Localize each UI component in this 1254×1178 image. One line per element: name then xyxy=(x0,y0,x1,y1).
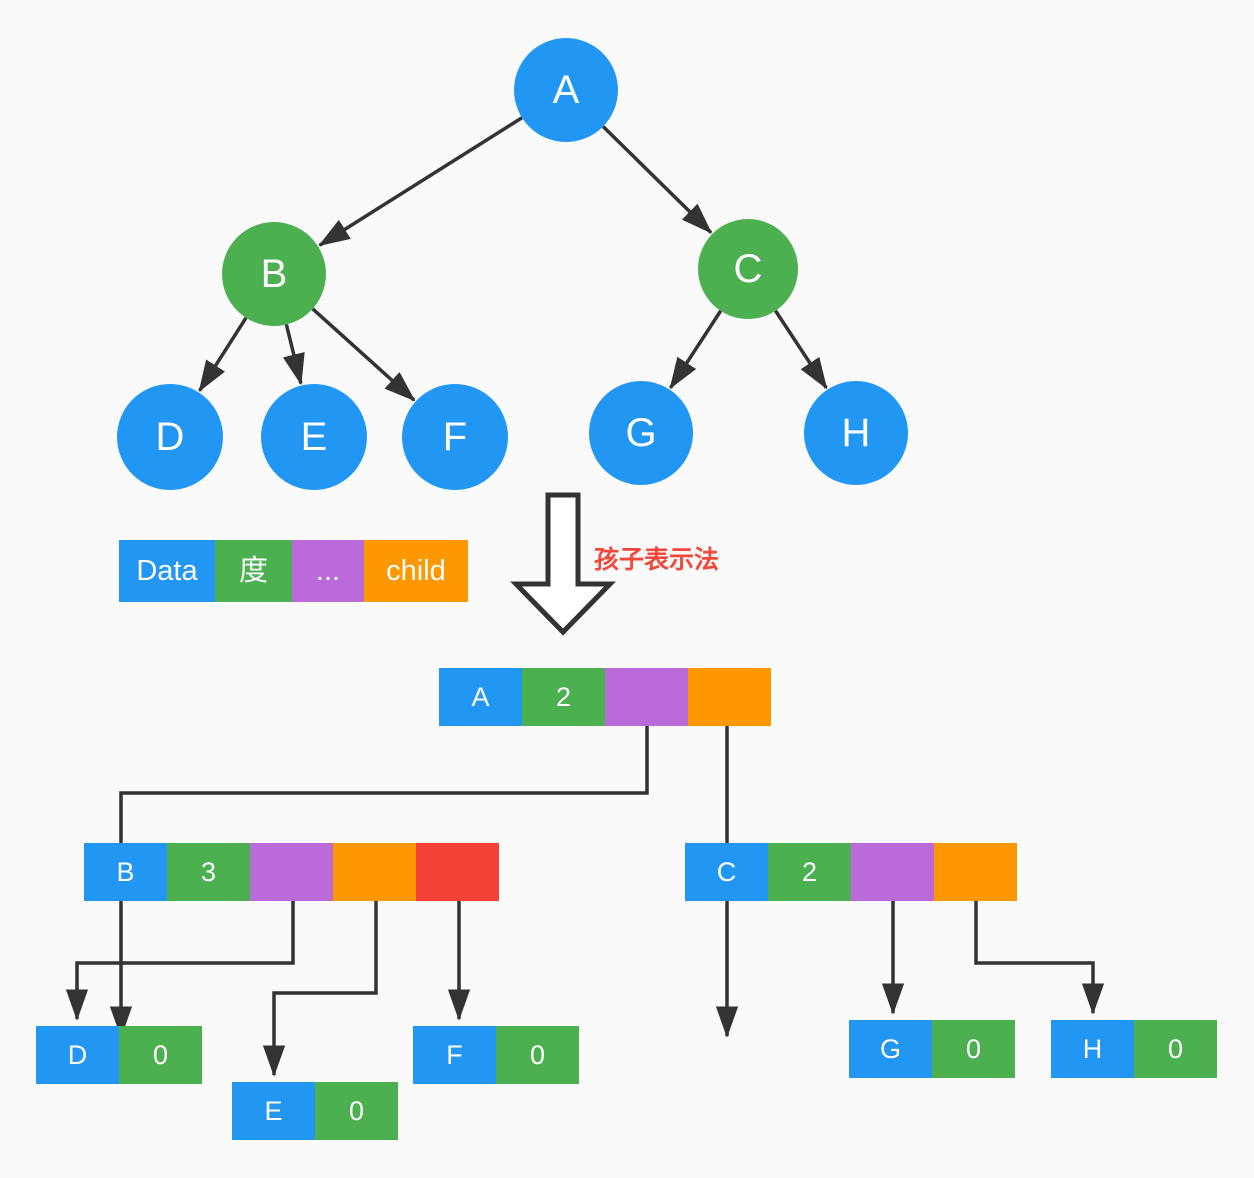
tree-edge-a-c xyxy=(601,125,713,234)
tree-edge-c-g xyxy=(669,309,723,390)
record-b-cell-3 xyxy=(333,843,416,901)
tree-node-label: A xyxy=(552,68,580,112)
tree-edge-c-h xyxy=(774,309,828,390)
method-annotation: 孩子表示法 xyxy=(594,546,720,574)
tree-node-b: B xyxy=(222,222,326,326)
tree-node-a: A xyxy=(514,38,618,142)
record-f-cell-0: F xyxy=(413,1026,496,1084)
tree-node-e: E xyxy=(261,384,367,490)
pointer-link-b-child1-to-e xyxy=(262,901,378,1077)
tree-node-label: C xyxy=(733,247,763,291)
record-b-cell-4 xyxy=(416,843,499,901)
record-b-cell-0: B xyxy=(84,843,167,901)
pointer-link-b-child0-to-d xyxy=(65,901,295,1021)
tree-node-d: D xyxy=(117,384,223,490)
tree-edge-a-b xyxy=(318,116,523,247)
record-f-cell-1: 0 xyxy=(496,1026,579,1084)
record-d-cell-0: D xyxy=(36,1026,119,1084)
record-c-cell-1: 2 xyxy=(768,843,851,901)
record-g-cell-0: G xyxy=(849,1020,932,1078)
tree-edge-b-e xyxy=(282,324,305,386)
record-a-cell-2 xyxy=(605,668,688,726)
tree-edge-b-d xyxy=(198,316,248,393)
tree-node-c: C xyxy=(698,219,798,319)
tree-node-label: B xyxy=(260,252,288,296)
legend-cell-...: ... xyxy=(292,540,364,602)
record-b-cell-1: 3 xyxy=(167,843,250,901)
record-h-cell-0: H xyxy=(1051,1020,1134,1078)
tree-node-label: G xyxy=(625,411,657,455)
record-a-cell-0: A xyxy=(439,668,522,726)
legend-cell-child: child xyxy=(364,540,468,602)
record-c-cell-0: C xyxy=(685,843,768,901)
tree-node-g: G xyxy=(589,381,693,485)
tree-node-label: F xyxy=(442,415,468,459)
record-e-cell-1: 0 xyxy=(315,1082,398,1140)
record-d-cell-1: 0 xyxy=(119,1026,202,1084)
record-g-cell-1: 0 xyxy=(932,1020,1015,1078)
tree-node-h: H xyxy=(804,381,908,485)
record-a-cell-3 xyxy=(688,668,771,726)
legend-cell-Data: Data xyxy=(119,540,215,602)
tree-node-label: E xyxy=(300,415,328,459)
record-e-cell-0: E xyxy=(232,1082,315,1140)
record-c-cell-2 xyxy=(851,843,934,901)
tree-node-label: D xyxy=(155,415,185,459)
tree-node-label: H xyxy=(841,411,871,455)
tree-node-f: F xyxy=(402,384,508,490)
pointer-link-c-child1-to-h xyxy=(974,901,1105,1015)
legend-cell-度: 度 xyxy=(215,540,292,602)
record-c-cell-3 xyxy=(934,843,1017,901)
record-h-cell-1: 0 xyxy=(1134,1020,1217,1078)
record-b-cell-2 xyxy=(250,843,333,901)
record-a-cell-1: 2 xyxy=(522,668,605,726)
